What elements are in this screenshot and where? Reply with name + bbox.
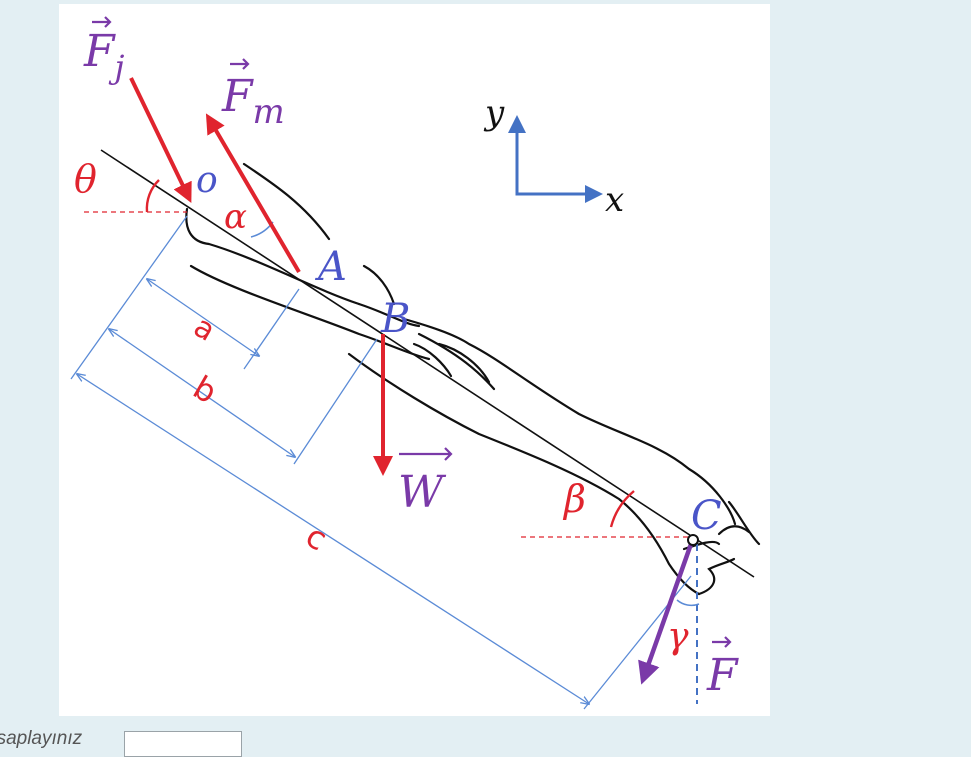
arm-free-body-diagram: Fj Fm W F θ α β γ o A B C a b c x y xyxy=(70,16,761,710)
point-a-label: A xyxy=(314,244,347,290)
gamma-arc xyxy=(676,599,700,607)
gamma-label: γ xyxy=(667,616,689,657)
weight-label: W xyxy=(398,467,447,518)
muscle-force-subscript: m xyxy=(253,92,285,132)
point-o-label: o xyxy=(196,160,218,201)
coordinate-axes xyxy=(515,122,589,196)
answer-input[interactable] xyxy=(124,731,242,757)
dimension-c-label: c xyxy=(299,517,333,559)
muscle-force-label: Fm xyxy=(221,71,285,132)
joint-force-arrow xyxy=(129,77,192,204)
hand-force-label: F xyxy=(706,650,739,701)
question-prompt-text: esaplayınız xyxy=(0,728,83,749)
dimension-b-label: b xyxy=(187,368,224,411)
beta-label: β xyxy=(562,477,586,521)
beta-arc xyxy=(609,490,635,528)
dimension-a-label: a xyxy=(188,309,221,349)
dimension-c-line xyxy=(77,374,589,704)
forearm-axis-line xyxy=(100,149,755,578)
point-c-label: C xyxy=(691,493,722,539)
point-b-label: B xyxy=(380,296,410,342)
joint-force-label: Fj xyxy=(83,26,125,86)
alpha-label: α xyxy=(224,197,247,237)
theta-arc xyxy=(145,179,160,213)
y-axis-label: y xyxy=(483,93,505,133)
muscle-force-arrow xyxy=(205,113,301,274)
vector-accent-marks xyxy=(92,16,732,648)
figure-panel: Fj Fm W F θ α β γ o A B C a b c x y xyxy=(59,4,770,716)
hand-force-arrow xyxy=(638,543,694,685)
point-c-dot xyxy=(687,534,699,546)
theta-label: θ xyxy=(74,157,97,201)
x-axis-label: x xyxy=(605,180,624,220)
